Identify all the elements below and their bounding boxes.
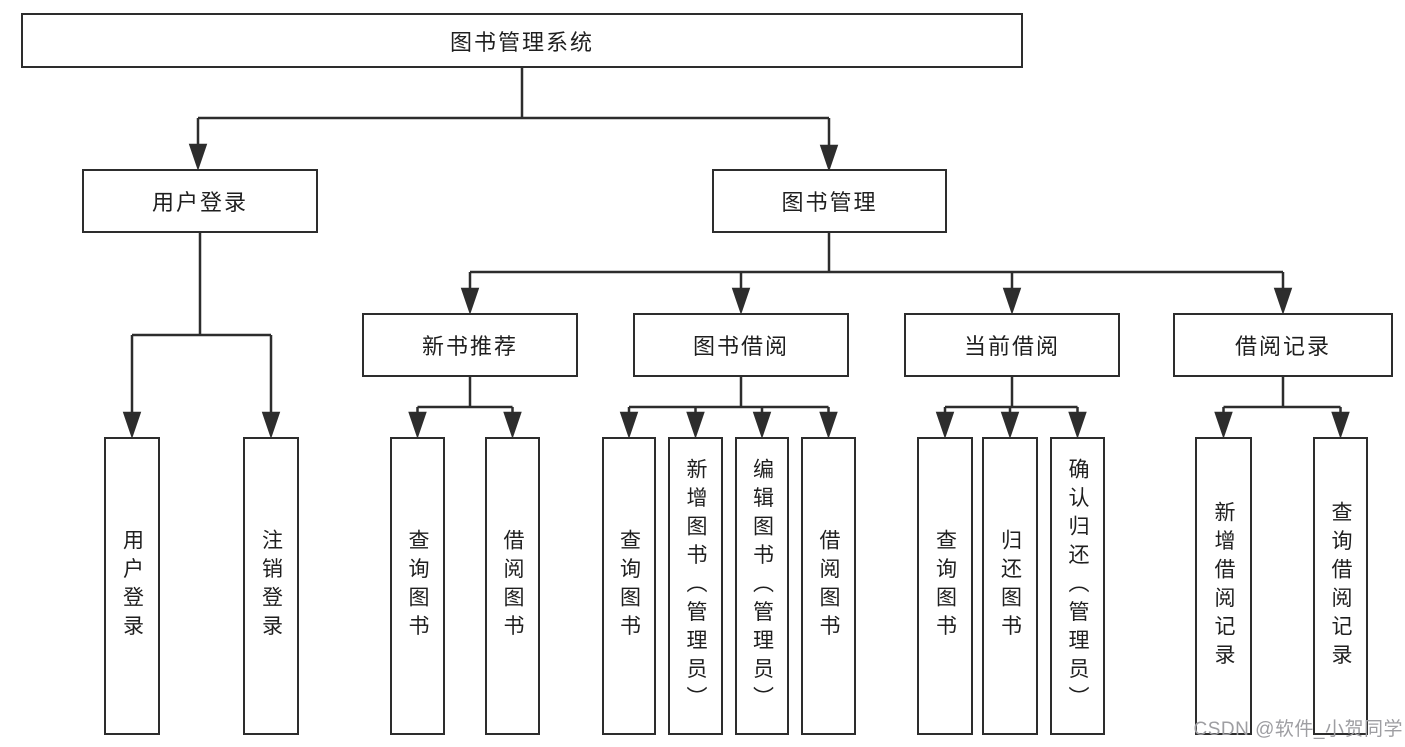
leaf-cb-query-book-label: 查询图书: [933, 529, 957, 643]
leaf-user-login-label: 用户登录: [120, 529, 144, 643]
connector-borrow-record: [1214, 375, 1350, 439]
node-borrow-record-label: 借阅记录: [1234, 334, 1331, 359]
leaf-user-login: 用户登录: [104, 437, 160, 735]
leaf-nb-query-book-label: 查询图书: [406, 529, 429, 643]
leaf-logout: 注销登录: [243, 437, 299, 735]
leaf-cb-confirm-return-admin-label: 确认归还（管理员）: [1066, 457, 1089, 715]
node-borrow-record: 借阅记录: [1173, 313, 1393, 377]
watermark: CSDN @软件_小贺同学: [1193, 719, 1403, 740]
leaf-cb-return-book-label: 归还图书: [998, 529, 1022, 643]
leaf-br-add-record: 新增借阅记录: [1195, 437, 1252, 735]
leaf-br-query-record: 查询借阅记录: [1313, 437, 1368, 735]
leaf-cb-query-book: 查询图书: [917, 437, 973, 735]
node-user-login: 用户登录: [82, 169, 318, 233]
arrowhead-icon: [1273, 287, 1293, 315]
arrowhead-icon: [460, 287, 480, 315]
arrowhead-icon: [819, 144, 839, 172]
leaf-cb-return-book: 归还图书: [982, 437, 1038, 735]
arrowhead-icon: [1002, 287, 1022, 315]
arrowhead-icon: [752, 411, 772, 439]
leaf-bb-add-book-admin: 新增图书（管理员）: [668, 437, 723, 735]
node-new-book-recommend: 新书推荐: [362, 313, 578, 377]
leaf-cb-confirm-return-admin: 确认归还（管理员）: [1050, 437, 1105, 735]
arrowhead-icon: [188, 143, 208, 171]
arrowhead-icon: [935, 411, 955, 439]
leaf-nb-borrow-book-label: 借阅图书: [501, 529, 524, 643]
node-user-login-label: 用户登录: [151, 190, 248, 215]
leaf-nb-query-book: 查询图书: [390, 437, 445, 735]
connector-book-management: [460, 233, 1293, 315]
arrowhead-icon: [686, 411, 705, 439]
arrowhead-icon: [1331, 411, 1350, 439]
leaf-bb-query-book-label: 查询图书: [617, 529, 641, 643]
leaf-br-add-record-label: 新增借阅记录: [1212, 500, 1235, 672]
arrowhead-icon: [619, 411, 639, 439]
node-root: 图书管理系统: [21, 13, 1023, 68]
connector-user-login: [122, 233, 281, 439]
leaf-nb-borrow-book: 借阅图书: [485, 437, 540, 735]
arrowhead-icon: [261, 411, 281, 439]
node-current-borrow-label: 当前借阅: [963, 334, 1060, 359]
node-root-label: 图书管理系统: [449, 29, 594, 55]
node-book-management-label: 图书管理: [781, 190, 878, 215]
leaf-bb-borrow-book: 借阅图书: [801, 437, 856, 735]
leaf-bb-add-book-admin-label: 新增图书（管理员）: [684, 457, 707, 715]
connector-current-borrow: [935, 377, 1087, 439]
arrowhead-icon: [819, 411, 838, 439]
leaf-br-query-record-label: 查询借阅记录: [1329, 500, 1352, 672]
arrowhead-icon: [1068, 411, 1087, 439]
node-book-borrow: 图书借阅: [633, 313, 849, 377]
connector-book-borrow: [619, 377, 838, 439]
arrowhead-icon: [731, 287, 751, 315]
arrowhead-icon: [1214, 411, 1233, 439]
arrowhead-icon: [122, 411, 142, 439]
leaf-logout-label: 注销登录: [259, 529, 283, 643]
arrowhead-icon: [503, 411, 522, 439]
leaf-bb-query-book: 查询图书: [602, 437, 656, 735]
leaf-bb-borrow-book-label: 借阅图书: [817, 529, 840, 643]
node-book-borrow-label: 图书借阅: [692, 334, 789, 359]
leaf-bb-edit-book-admin: 编辑图书（管理员）: [735, 437, 789, 735]
connector-new-book: [408, 377, 522, 439]
leaf-bb-edit-book-admin-label: 编辑图书（管理员）: [750, 457, 774, 715]
node-current-borrow: 当前借阅: [904, 313, 1120, 377]
arrowhead-icon: [408, 411, 427, 439]
node-book-management: 图书管理: [712, 169, 947, 233]
arrowhead-icon: [1000, 411, 1020, 439]
connector-root-to-level2: [188, 68, 839, 172]
node-new-book-recommend-label: 新书推荐: [421, 334, 518, 359]
